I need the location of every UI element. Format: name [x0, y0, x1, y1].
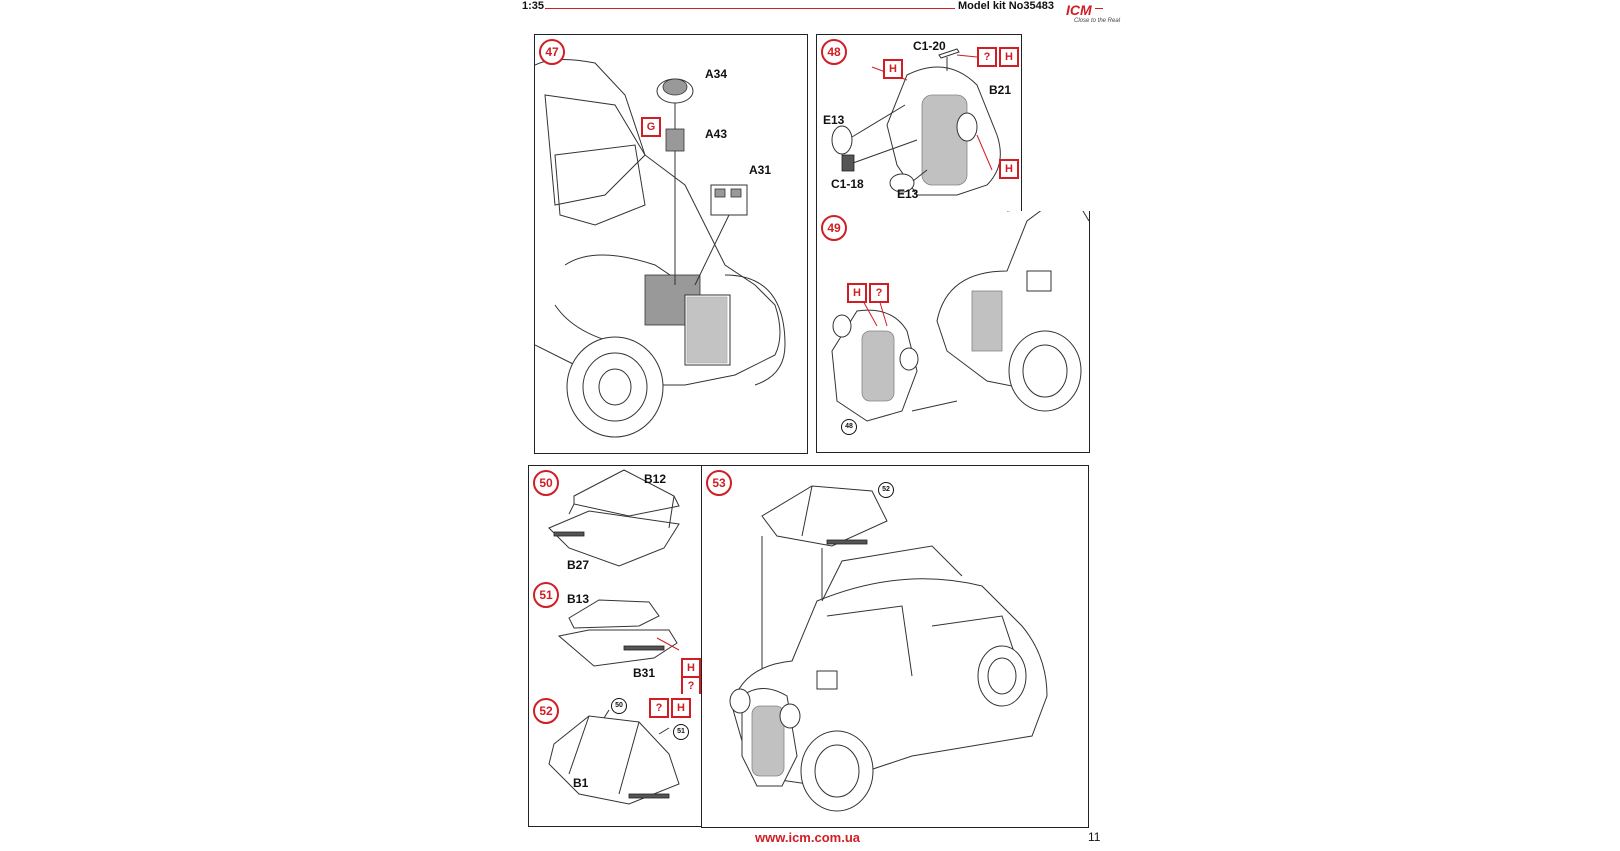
step-ref-48: 48	[841, 419, 857, 435]
part-label-e13-top: E13	[823, 113, 845, 127]
step-number-47: 47	[539, 39, 565, 65]
step-50-panel: 50 B12 B27	[528, 465, 704, 581]
step-ref-52: 52	[878, 482, 894, 498]
step-47-illustration	[535, 59, 786, 438]
paint-code-h: H	[671, 698, 691, 718]
part-label-a34: A34	[705, 67, 728, 81]
logo-tagline: Close to the Real	[1074, 18, 1121, 24]
step-ref-51: 51	[673, 724, 689, 740]
step-number-48: 48	[821, 39, 847, 65]
kit-number: Model kit No35483	[958, 0, 1054, 12]
part-label-b27: B27	[567, 558, 590, 572]
logo-text: ICM	[1066, 2, 1092, 18]
step-number-53: 53	[706, 470, 732, 496]
part-label-b31: B31	[633, 666, 656, 680]
step-52-illustration	[548, 709, 680, 805]
step-52-panel: 52 B1 ? H 50 51	[528, 694, 704, 827]
footer-url[interactable]: www.icm.com.ua	[755, 830, 860, 845]
header-rule	[545, 8, 955, 9]
part-label-a31: A31	[749, 163, 772, 177]
header-rule-short	[1095, 8, 1103, 9]
step-ref-50: 50	[611, 698, 627, 714]
step-number-51: 51	[533, 582, 559, 608]
part-label-b1: B1	[573, 776, 589, 790]
step-53-illustration	[729, 485, 1048, 812]
part-label-c1-20: C1-20	[913, 39, 946, 53]
paint-code-h: H	[847, 283, 867, 303]
paint-code-h-top: H	[999, 47, 1019, 67]
step-51-panel: 51 B13 B31 H ?	[528, 578, 704, 696]
part-label-e13-bottom: E13	[897, 187, 919, 201]
part-label-b13: B13	[567, 592, 590, 606]
paint-code-question: ?	[681, 676, 701, 695]
part-label-c1-18: C1-18	[831, 177, 864, 191]
step-49-illustration	[831, 211, 1089, 422]
page-number: 11	[1088, 830, 1101, 844]
part-label-a43: A43	[705, 127, 728, 141]
scale-label: 1:35	[522, 0, 545, 12]
paint-code-question: ?	[649, 698, 669, 718]
part-label-b12: B12	[644, 472, 667, 486]
paint-code-h-left: H	[883, 59, 903, 79]
step-number-49: 49	[821, 215, 847, 241]
step-51-illustration	[557, 599, 680, 667]
step-48-illustration	[831, 48, 1001, 196]
paint-code-g: G	[641, 117, 661, 137]
step-number-52: 52	[533, 698, 559, 724]
paint-code-question: ?	[869, 283, 889, 303]
step-50-illustration	[548, 469, 680, 567]
step-number-50: 50	[533, 470, 559, 496]
step-49-panel: 49 H ? 48	[816, 211, 1090, 453]
paint-code-h-right: H	[999, 159, 1019, 179]
brand-logo: ICM Close to the Real	[1060, 2, 1121, 32]
step-48-panel: 48 C1-20 B21 E13 C1-18 E13 ? H H H	[816, 34, 1022, 214]
step-53-panel: 53 52	[701, 465, 1089, 828]
paint-code-question: ?	[977, 47, 997, 67]
step-47-panel: 47 A34 A43 A31 G	[534, 34, 808, 454]
part-label-b21: B21	[989, 83, 1012, 97]
paint-code-h: H	[681, 658, 701, 678]
